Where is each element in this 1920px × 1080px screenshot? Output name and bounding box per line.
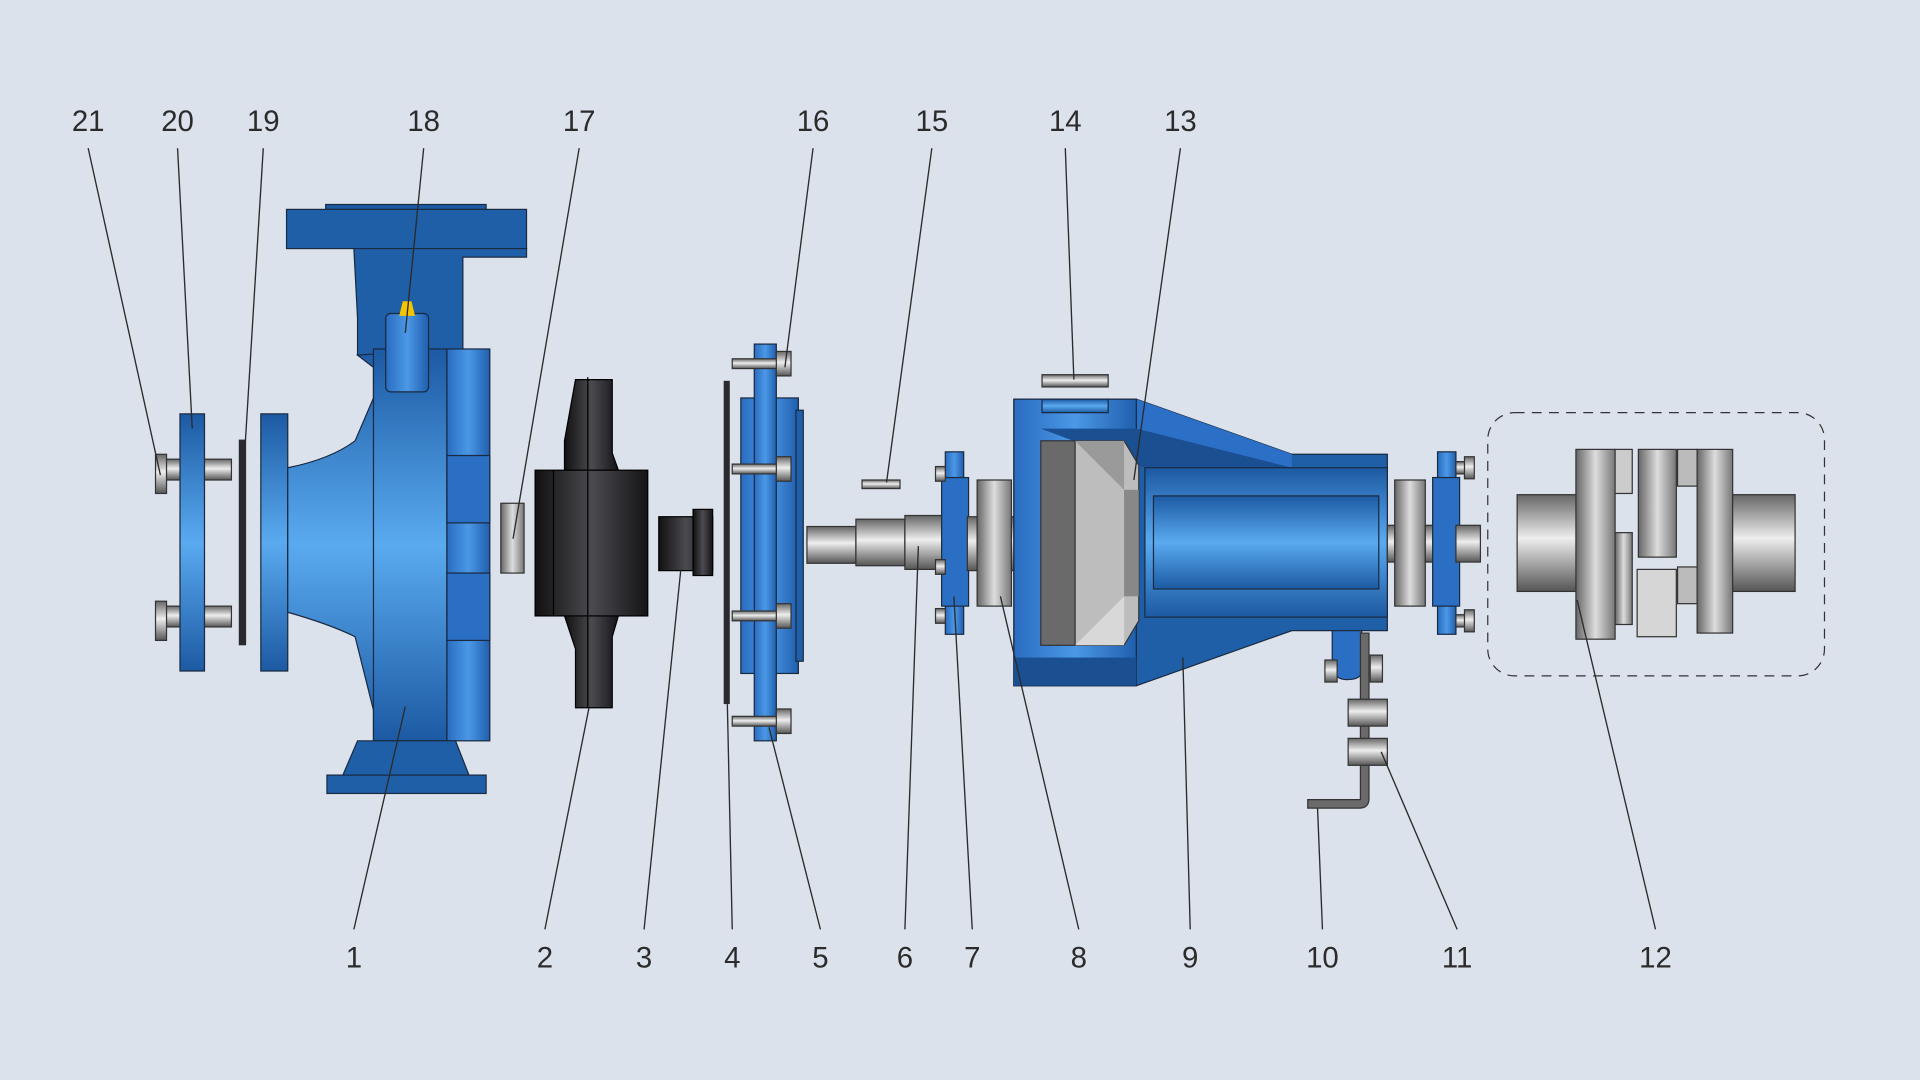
leader-line-2: [544, 707, 590, 930]
part-10-support-foot: [1307, 630, 1370, 809]
part-label-16: 16: [797, 105, 830, 138]
leader-line-3: [643, 569, 682, 930]
part-label-14: 14: [1049, 105, 1082, 138]
leader-line-7: [953, 596, 973, 930]
part-15-key: [861, 479, 901, 490]
part-label-5: 5: [812, 941, 828, 974]
part-4-gasket: [723, 380, 730, 705]
part-label-7: 7: [964, 941, 980, 974]
part-label-1: 1: [346, 941, 362, 974]
part-label-6: 6: [897, 941, 913, 974]
part-1-pump-casing: [260, 203, 528, 795]
part-label-8: 8: [1071, 941, 1087, 974]
part-label-4: 4: [724, 941, 740, 974]
part-17-wear-ring: [500, 502, 525, 574]
leader-line-14: [1064, 148, 1075, 380]
leader-line-8: [999, 596, 1080, 930]
bearing-end-cover: [1386, 451, 1482, 635]
part-label-11: 11: [1442, 941, 1473, 974]
part-3-mechanical-seal: [658, 508, 714, 577]
leader-line-10: [1316, 808, 1324, 930]
part-12-coupling: [1487, 412, 1826, 677]
part-label-12: 12: [1639, 941, 1672, 974]
leader-line-11: [1380, 751, 1458, 930]
leader-line-4: [726, 704, 733, 930]
leader-line-9: [1182, 657, 1191, 930]
part-label-15: 15: [915, 105, 948, 138]
leader-line-17: [512, 148, 580, 539]
leader-line-18: [404, 148, 425, 334]
leader-line-20: [176, 148, 193, 429]
part-label-13: 13: [1164, 105, 1197, 138]
leader-line-13: [1133, 148, 1182, 481]
part-11-bolts: [1324, 654, 1388, 766]
leader-line-19: [244, 148, 264, 450]
part-label-2: 2: [537, 941, 553, 974]
part-19-gasket: [238, 439, 247, 646]
part-7-bearing-cover: [934, 451, 970, 635]
part-label-10: 10: [1306, 941, 1339, 974]
leader-line-15: [885, 148, 933, 483]
part-label-3: 3: [636, 941, 652, 974]
leader-line-21: [87, 148, 162, 476]
leader-line-6: [904, 546, 920, 930]
leader-line-12: [1576, 599, 1657, 930]
leader-line-1: [353, 706, 406, 930]
leader-line-5: [768, 727, 822, 930]
part-13-bearing-housing-insert: [1040, 440, 1140, 646]
part-label-21: 21: [72, 105, 105, 138]
part-label-19: 19: [247, 105, 280, 138]
part-label-20: 20: [161, 105, 194, 138]
part-2-impeller: [534, 377, 649, 709]
part-label-18: 18: [407, 105, 440, 138]
part-label-17: 17: [563, 105, 596, 138]
part-14-key: [1041, 374, 1109, 388]
part-label-9: 9: [1182, 941, 1198, 974]
part-16-bolts: [731, 350, 792, 735]
part-20-flange: [179, 413, 206, 672]
leader-line-16: [784, 148, 814, 368]
